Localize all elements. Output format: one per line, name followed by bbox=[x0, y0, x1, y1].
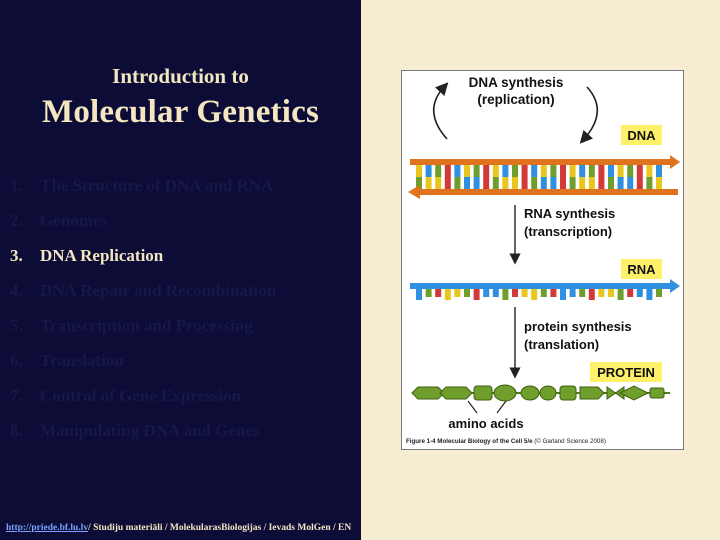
dna-label-box bbox=[621, 125, 662, 145]
dna-synthesis-label: DNA synthesis bbox=[469, 75, 564, 90]
outline-item-number: 6. bbox=[10, 351, 23, 370]
outline-item-number: 2. bbox=[10, 211, 23, 230]
outline-item-number: 8. bbox=[10, 421, 23, 440]
caption-title: Figure 1-4 Molecular Biology of the Cell… bbox=[406, 438, 533, 445]
outline-item-label: Manipulating DNA and Genes bbox=[40, 421, 260, 440]
rna-label-box bbox=[621, 259, 662, 279]
protein-chain bbox=[411, 384, 670, 402]
dna-label: DNA bbox=[627, 128, 656, 143]
outline-item-label: The Structure of DNA and RNA bbox=[40, 176, 274, 195]
rna-strand bbox=[410, 279, 680, 300]
outline-item-number: 5. bbox=[10, 316, 23, 335]
outline-item[interactable]: 5. Transcription and Processing bbox=[10, 308, 355, 343]
amino-acid-pointer-left bbox=[467, 400, 478, 414]
replication-arrow-right bbox=[579, 86, 599, 144]
outline-item[interactable]: 7. Control of Gene Expression bbox=[10, 378, 355, 413]
footer-path: / Studiju materiāli / MolekularasBiologi… bbox=[88, 523, 352, 533]
outline-item[interactable]: 6. Translation bbox=[10, 343, 355, 378]
dna-double-strand bbox=[408, 155, 680, 199]
outline-item[interactable]: 4. DNA Repair and Recombination bbox=[10, 273, 355, 308]
slide-subtitle: Introduction to bbox=[112, 64, 249, 88]
sidebar-panel: Introduction to Molecular Genetics 1. The… bbox=[0, 0, 361, 540]
translation-label: (translation) bbox=[524, 337, 599, 352]
replication-arrow-left bbox=[432, 82, 449, 140]
replication-label: (replication) bbox=[477, 92, 554, 107]
footer-breadcrumb: http://priede.bf.lu.lv/ Studiju materiāl… bbox=[6, 523, 351, 533]
protein-label: PROTEIN bbox=[597, 365, 655, 380]
rna-synthesis-label: RNA synthesis bbox=[524, 206, 615, 221]
caption-credit: (© Garland Science 2008) bbox=[532, 438, 606, 445]
amino-acids-label: amino acids bbox=[448, 416, 523, 431]
slide-title: Molecular Genetics bbox=[42, 94, 319, 130]
outline-item-label: DNA Repair and Recombination bbox=[40, 281, 277, 300]
transcription-label: (transcription) bbox=[524, 224, 612, 239]
outline-item-label: Translation bbox=[40, 351, 124, 370]
protein-label-box bbox=[590, 362, 662, 382]
outline-list: 1. The Structure of DNA and RNA 2. Genomes 3… bbox=[10, 168, 355, 448]
outline-item[interactable]: 2. Genomes bbox=[10, 203, 355, 238]
outline-item-label: Genomes bbox=[40, 211, 108, 230]
outline-item-number: 3. bbox=[10, 246, 23, 265]
outline-item-number: 7. bbox=[10, 386, 23, 405]
outline-item-label: DNA Replication bbox=[40, 246, 164, 265]
figure-canvas: DNA synthesis (replication) DNA RNA synt… bbox=[408, 75, 680, 431]
outline-item[interactable]: 8. Manipulating DNA and Genes bbox=[10, 413, 355, 448]
figure-caption: Figure 1-4 Molecular Biology of the Cell… bbox=[406, 438, 606, 445]
outline-item[interactable]: 3. DNA Replication bbox=[10, 238, 355, 273]
rna-label: RNA bbox=[627, 262, 656, 277]
outline-item-label: Transcription and Processing bbox=[40, 316, 253, 335]
outline-item-label: Control of Gene Expression bbox=[40, 386, 242, 405]
central-dogma-figure: DNA synthesis (replication) DNA RNA synt… bbox=[401, 70, 684, 450]
protein-synthesis-label: protein synthesis bbox=[524, 319, 632, 334]
outline-item-number: 1. bbox=[10, 176, 23, 195]
amino-acid-pointer-right bbox=[496, 400, 507, 414]
outline-item[interactable]: 1. The Structure of DNA and RNA bbox=[10, 168, 355, 203]
outline-item-number: 4. bbox=[10, 281, 23, 300]
footer-link[interactable]: http://priede.bf.lu.lv bbox=[6, 523, 89, 533]
